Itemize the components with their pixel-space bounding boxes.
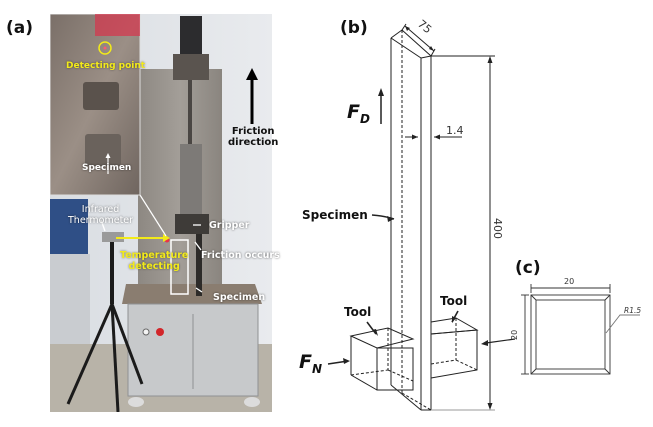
bench-table — [50, 254, 90, 344]
gripper-block — [175, 214, 209, 234]
motor — [180, 16, 202, 54]
temperature-line-1: Temperature — [120, 250, 189, 261]
panel-label-a: (a) — [6, 18, 34, 38]
specimen-bottom-front — [390, 384, 422, 411]
inset-window-upper — [83, 82, 119, 110]
slider-rail — [180, 144, 202, 214]
bench-blue-panel — [50, 199, 88, 259]
infrared-thermometer-label: Infrared Thermometer — [68, 204, 133, 226]
temperature-zone-box — [170, 239, 189, 295]
force-drag-symbol: F — [347, 101, 360, 123]
dim-400-text: 400 — [491, 218, 504, 239]
force-normal-symbol: F — [299, 351, 312, 373]
fd-arrow-head — [378, 88, 384, 96]
infrared-line-2: Thermometer — [68, 215, 134, 226]
caster-right — [244, 397, 260, 407]
friction-direction-label: Friction direction — [228, 126, 278, 148]
section-inner — [535, 299, 606, 370]
right-normal-arrow-shaft — [485, 338, 516, 344]
radius-leader — [605, 314, 640, 334]
dim-20-top-text: 20 — [564, 277, 574, 286]
tripod-leg-right — [110, 303, 144, 385]
photo-illustration — [50, 14, 272, 412]
inset-photo — [50, 14, 141, 196]
force-drag-subscript: D — [360, 112, 370, 126]
section-outer — [530, 294, 611, 375]
temperature-detecting-label: Temperature detecting — [120, 250, 188, 272]
dim-75-line — [404, 25, 435, 52]
right-normal-arrow-head — [481, 340, 488, 346]
friction-occurs-label: Friction occurs — [201, 250, 280, 261]
dim-75-text: 75 — [415, 17, 434, 36]
tripod-leg-center — [110, 303, 120, 412]
infrared-line-1: Infrared — [81, 204, 120, 215]
white-button — [142, 328, 150, 336]
photo-panel — [50, 14, 272, 412]
machine-table-top — [122, 284, 262, 304]
tool-left-label: Tool — [344, 305, 371, 319]
thermometer-body — [102, 232, 124, 242]
specimen-schematic-label: Specimen — [302, 208, 368, 222]
temperature-line-2: detecting — [128, 261, 180, 272]
specimen-top-front — [390, 37, 422, 59]
tool-left-box — [349, 327, 415, 391]
gripper-label: Gripper — [209, 220, 250, 231]
force-normal-subscript: N — [312, 362, 322, 376]
thermometer-arrow — [100, 219, 106, 232]
friction-direction-line-1: Friction — [231, 126, 275, 137]
detecting-point-circle — [98, 41, 112, 55]
friction-direction-arrow-head — [246, 68, 258, 80]
emergency-stop-button — [156, 328, 164, 336]
radius-text: R1.5 — [624, 306, 641, 315]
panel-label-b: (b) — [340, 18, 368, 38]
caster-left — [128, 397, 144, 407]
friction-arrow — [194, 241, 202, 251]
inset-leader-line — [139, 194, 167, 237]
specimen-edge-right — [390, 29, 432, 411]
specimen-schematic: 75 1.4 400 F D F N Specimen Tool Tool — [299, 17, 516, 411]
detecting-point-label: Detecting point — [66, 61, 146, 71]
inset-specimen-label: Specimen — [82, 163, 132, 173]
inset-window-lower — [85, 134, 121, 166]
tool-right-label: Tool — [440, 294, 467, 308]
lead-screw — [188, 80, 192, 170]
tripod-leg-left — [66, 303, 114, 405]
specimen-top-right — [420, 55, 432, 59]
cross-section-drawing: 20 20 R1.5 — [510, 277, 641, 375]
specimen-arrow — [195, 287, 203, 293]
friction-direction-line-2: direction — [228, 137, 279, 148]
tool-right-box — [430, 317, 479, 379]
dim-20-left-text: 20 — [510, 330, 519, 340]
dim-1-4-text: 1.4 — [446, 124, 464, 137]
fn-arrow-head — [343, 358, 350, 364]
motor-housing — [173, 54, 209, 80]
specimen-strip — [196, 234, 202, 296]
panel-label-c: (c) — [515, 258, 541, 278]
temperature-arrow-head — [163, 234, 170, 242]
specimen-photo-label: Specimen — [213, 292, 266, 303]
